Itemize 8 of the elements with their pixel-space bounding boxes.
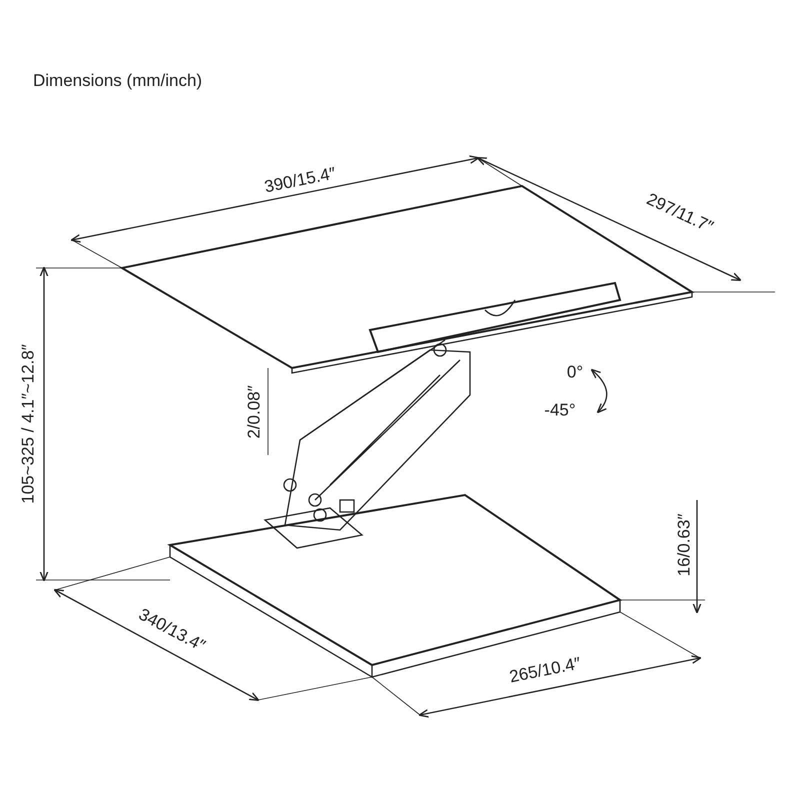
dimension-label: 16/0.63″ bbox=[676, 514, 692, 576]
title: Dimensions (mm/inch) bbox=[33, 72, 202, 89]
dimension-label: 2/0.08″ bbox=[246, 385, 262, 439]
dimension-label: 105~325 / 4.1″~12.8″ bbox=[20, 344, 36, 504]
dimension-label: 265/10.4″ bbox=[508, 654, 582, 686]
angle-label: 0° bbox=[566, 364, 584, 380]
dimension-label: 390/15.4″ bbox=[262, 164, 338, 196]
angle-label: -45° bbox=[544, 402, 576, 418]
